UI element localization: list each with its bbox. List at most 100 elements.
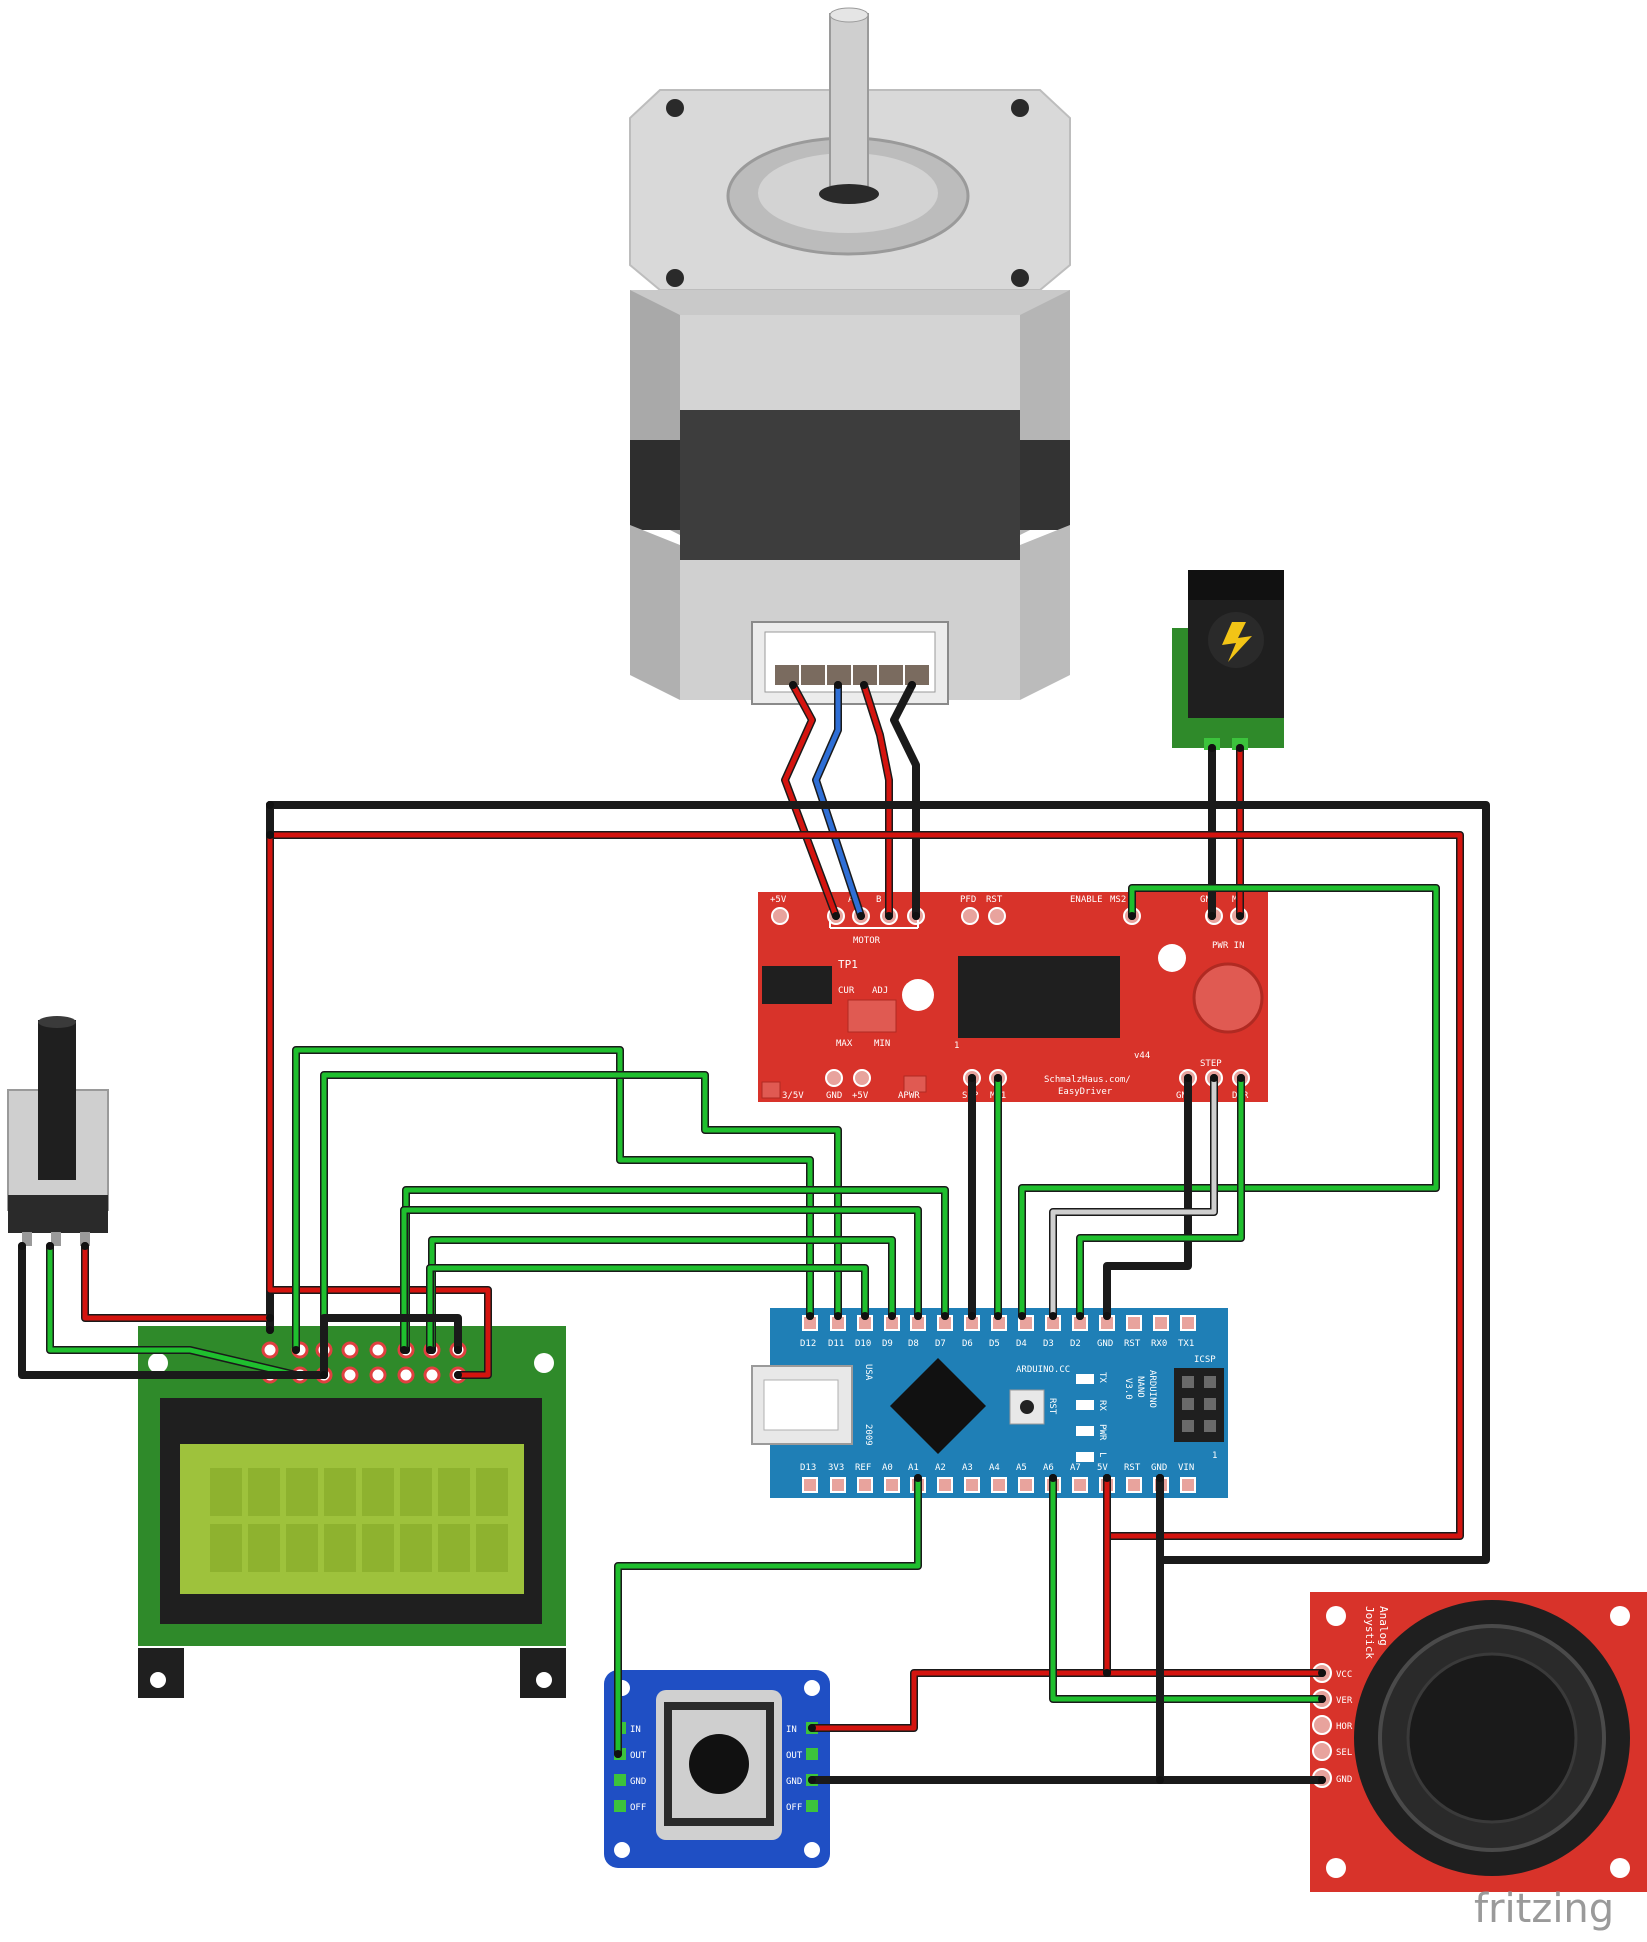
motor-mount-hole xyxy=(1011,269,1029,287)
nano-bottom-pin-label: 3V3 xyxy=(828,1463,844,1473)
nano-rst-label: RST xyxy=(1047,1398,1057,1415)
nano-model-line3: V3.0 xyxy=(1123,1378,1133,1400)
pwr-in-label: PWR IN xyxy=(1212,941,1245,951)
power-jack-vin-wire-end xyxy=(1236,912,1244,920)
easydriver-pad-block xyxy=(762,966,832,1004)
lcd-d-wire-6-end xyxy=(861,1312,869,1320)
lcd-char-cell xyxy=(438,1468,470,1516)
button-gnd-wire-end xyxy=(1318,1776,1326,1784)
nano-bottom-pin-label: VIN xyxy=(1178,1463,1194,1473)
pot-wiper-wire xyxy=(47,1243,299,1378)
easydriver-gnd-wire-end xyxy=(1184,1074,1192,1082)
easydriver-slp-wire-end xyxy=(968,1312,976,1320)
easydriver-ms2-wire xyxy=(1019,885,1439,1319)
easydriver-dir-wire-end xyxy=(1076,1312,1084,1320)
pot-pin xyxy=(51,1232,61,1246)
lcd-pin-pad xyxy=(261,1341,279,1359)
pot-pin xyxy=(22,1232,32,1246)
nano-rx-label: RX xyxy=(1097,1400,1107,1411)
lcd-d-wire-4-end xyxy=(888,1312,896,1320)
lcd-char-cell xyxy=(362,1468,394,1516)
lcd-mount-hole xyxy=(534,1353,554,1373)
pot-body-base xyxy=(8,1195,108,1233)
lcd-d-wire-6 xyxy=(427,1265,868,1353)
easydriver-bottom-pin-label: +5V xyxy=(852,1091,869,1101)
power-jack-gnd-wire-end xyxy=(1208,912,1216,920)
lcd-char-cell xyxy=(210,1524,242,1572)
lcd-vcc-rail-wire-outline xyxy=(266,831,492,1379)
lcd-pin-pad xyxy=(341,1341,359,1359)
pot-vcc-wire-end xyxy=(266,1314,274,1322)
button-left-pin-label: OFF xyxy=(630,1803,646,1813)
easydriver-top-pad xyxy=(771,907,789,925)
lcd-d-wire-6-end xyxy=(426,1346,434,1354)
pot-vcc-wire-end xyxy=(81,1242,89,1250)
wires xyxy=(18,681,1490,1784)
easydriver-step-wire xyxy=(1050,1075,1217,1319)
lcd-d-wire-5 xyxy=(401,1207,921,1353)
joystick-gnd-drop-wire-end xyxy=(1156,1474,1164,1482)
lcd-char-cell xyxy=(248,1468,280,1516)
lcd-display xyxy=(138,1326,566,1698)
easydriver-top-pin-label: A xyxy=(848,895,854,905)
easydriver-bottom-pad xyxy=(853,1069,871,1087)
motor-connector-slot xyxy=(801,665,825,685)
button-out-wire-end xyxy=(614,1750,622,1758)
motor-shaft-top xyxy=(829,7,869,23)
lcd-char-cell xyxy=(324,1524,356,1572)
lcd-d-wire-2 xyxy=(321,1072,841,1353)
lcd-d-wire-5-end xyxy=(400,1346,408,1354)
motor-body-dark-right xyxy=(1020,440,1070,530)
lcd-rw-gnd-wire xyxy=(321,1315,461,1378)
easydriver-ms2-wire-end xyxy=(1128,912,1136,920)
nano-top-pad xyxy=(1180,1315,1196,1331)
motor-connector-slot xyxy=(879,665,903,685)
joystick-pin-pad xyxy=(1312,1715,1332,1735)
v44-label: v44 xyxy=(1134,1051,1150,1061)
pot-vcc-wire xyxy=(82,1243,273,1321)
nano-top-pin-label: D4 xyxy=(1016,1339,1027,1349)
easydriver-top-pad xyxy=(961,907,979,925)
easydriver-top-pin-label: +5V xyxy=(770,895,787,905)
lcd-char-cell xyxy=(476,1524,508,1572)
lcd-vcc-rail-wire-end xyxy=(266,831,274,839)
pot-pin xyxy=(80,1232,90,1246)
easydriver-top-pin-label: MS2 xyxy=(1110,895,1126,905)
nano-top-pin-label: GND xyxy=(1097,1339,1113,1349)
motor-label: MOTOR xyxy=(853,936,881,946)
pot-gnd-wire-end xyxy=(18,1242,26,1250)
pot-gnd-wire xyxy=(19,1243,327,1378)
dc-barrel-jack xyxy=(1172,570,1284,750)
joystick-ver-wire xyxy=(1050,1475,1325,1702)
one-label: 1 xyxy=(954,1041,959,1051)
motor-body-dark-left xyxy=(630,440,680,530)
button-mount-hole xyxy=(804,1680,820,1696)
lcd-mount-hole xyxy=(148,1353,168,1373)
easydriver-bottom-pad xyxy=(825,1069,843,1087)
nano-bottom-pin-label: GND xyxy=(1151,1463,1167,1473)
lcd-char-cell xyxy=(286,1524,318,1572)
lcd-d-wire-2-end xyxy=(834,1312,842,1320)
easydriver-capacitor xyxy=(1192,962,1264,1034)
nano-led xyxy=(1076,1452,1094,1462)
nano-tx-label: TX xyxy=(1097,1372,1107,1383)
nano-top-pin-label: D3 xyxy=(1043,1339,1054,1349)
easydriver-slp-wire-end xyxy=(968,1074,976,1082)
nano-mcu xyxy=(890,1358,986,1454)
nano-bottom-pin-label: REF xyxy=(855,1463,871,1473)
lcd-d-wire-3-end xyxy=(941,1312,949,1320)
button-right-pin-label: OUT xyxy=(786,1751,803,1761)
lcd-bracket-hole xyxy=(150,1672,166,1688)
easydriver-bottom-pin-label: APWR xyxy=(898,1091,920,1101)
motor-connector-slot xyxy=(827,665,851,685)
easydriver-gnd-wire-outline xyxy=(1103,1074,1192,1320)
nano-bottom-pad xyxy=(937,1477,953,1493)
easydriver-gnd-wire xyxy=(1104,1075,1191,1319)
nano-bottom-pin-label: A0 xyxy=(882,1463,893,1473)
joystick-pin-label: VER xyxy=(1336,1696,1353,1706)
easydriver-top-pad xyxy=(988,907,1006,925)
nano-model-line1: ARDUINO xyxy=(1147,1370,1157,1408)
